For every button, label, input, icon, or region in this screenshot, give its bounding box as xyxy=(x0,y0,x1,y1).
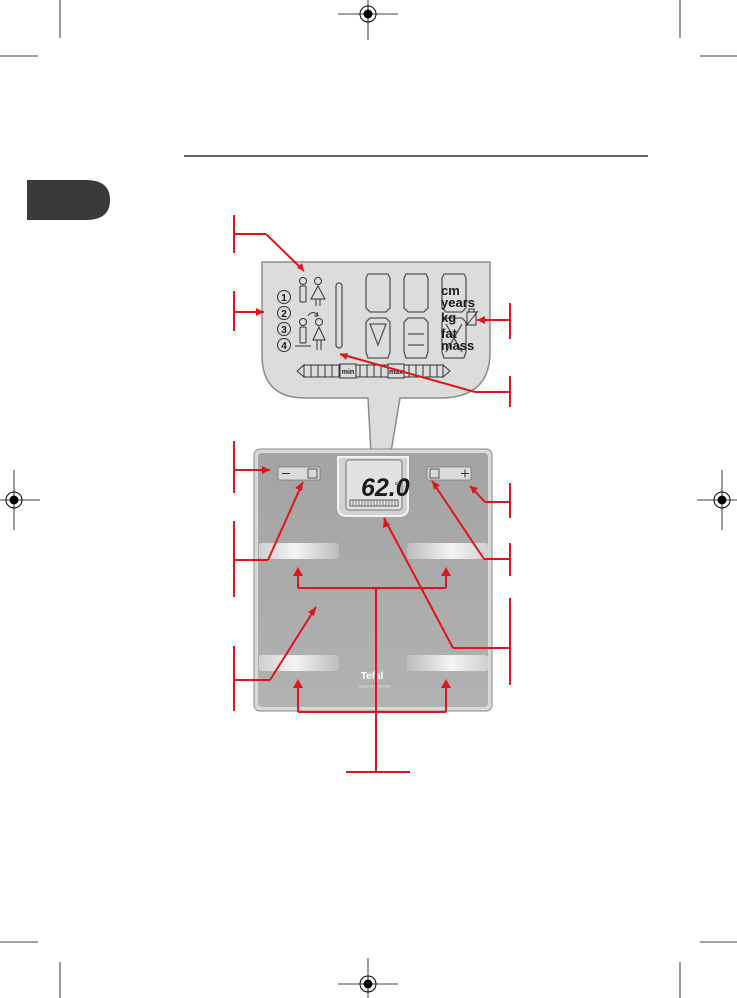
plus-button[interactable] xyxy=(426,466,472,481)
memory-icon xyxy=(429,468,440,479)
minus-button[interactable] xyxy=(277,466,321,481)
profile-number: 1 xyxy=(281,293,287,304)
callout-lines xyxy=(233,215,511,773)
display-unit: % xyxy=(395,482,401,489)
battery-icon xyxy=(465,308,479,327)
lcd-panel xyxy=(261,261,491,473)
lcd-profile-numbers: 1 2 3 4 xyxy=(277,290,291,352)
profile-number: 3 xyxy=(281,325,287,336)
scale-display: 62.0 % xyxy=(345,459,410,511)
man-icon xyxy=(299,277,307,303)
cycle-arrow-icon xyxy=(307,311,319,317)
registration-target-icon xyxy=(5,5,731,993)
unit-label: years xyxy=(441,295,475,310)
woman-icon xyxy=(310,277,326,306)
brand-logo: Tefal xyxy=(361,671,384,682)
electrode-top-left xyxy=(259,543,339,559)
unit-label: mass xyxy=(441,338,474,353)
display-reading: 62.0 xyxy=(361,474,410,502)
profile-number: 2 xyxy=(281,309,287,320)
unit-label: fat xyxy=(441,326,458,341)
range-max-label: max xyxy=(389,369,403,376)
unit-label: kg xyxy=(441,310,456,325)
user-profile-icons xyxy=(295,277,326,350)
electrode-top-right xyxy=(407,543,488,559)
set-icon xyxy=(307,468,318,479)
section-tab xyxy=(27,180,110,220)
callout-arrowheads xyxy=(256,263,485,688)
profile-number: 4 xyxy=(281,341,287,352)
electrode-bottom-right xyxy=(407,655,488,671)
unit-label: cm xyxy=(441,283,460,298)
electrode-pads xyxy=(259,543,488,671)
lcd-range-bar xyxy=(296,363,451,379)
athlete-woman-icon xyxy=(312,318,326,350)
athlete-man-icon xyxy=(295,318,311,347)
range-min-label: min xyxy=(342,369,354,376)
lcd-units: cm years kg fat mass xyxy=(441,283,475,353)
electrode-bottom-left xyxy=(259,655,339,671)
lcd-digits xyxy=(335,273,467,359)
